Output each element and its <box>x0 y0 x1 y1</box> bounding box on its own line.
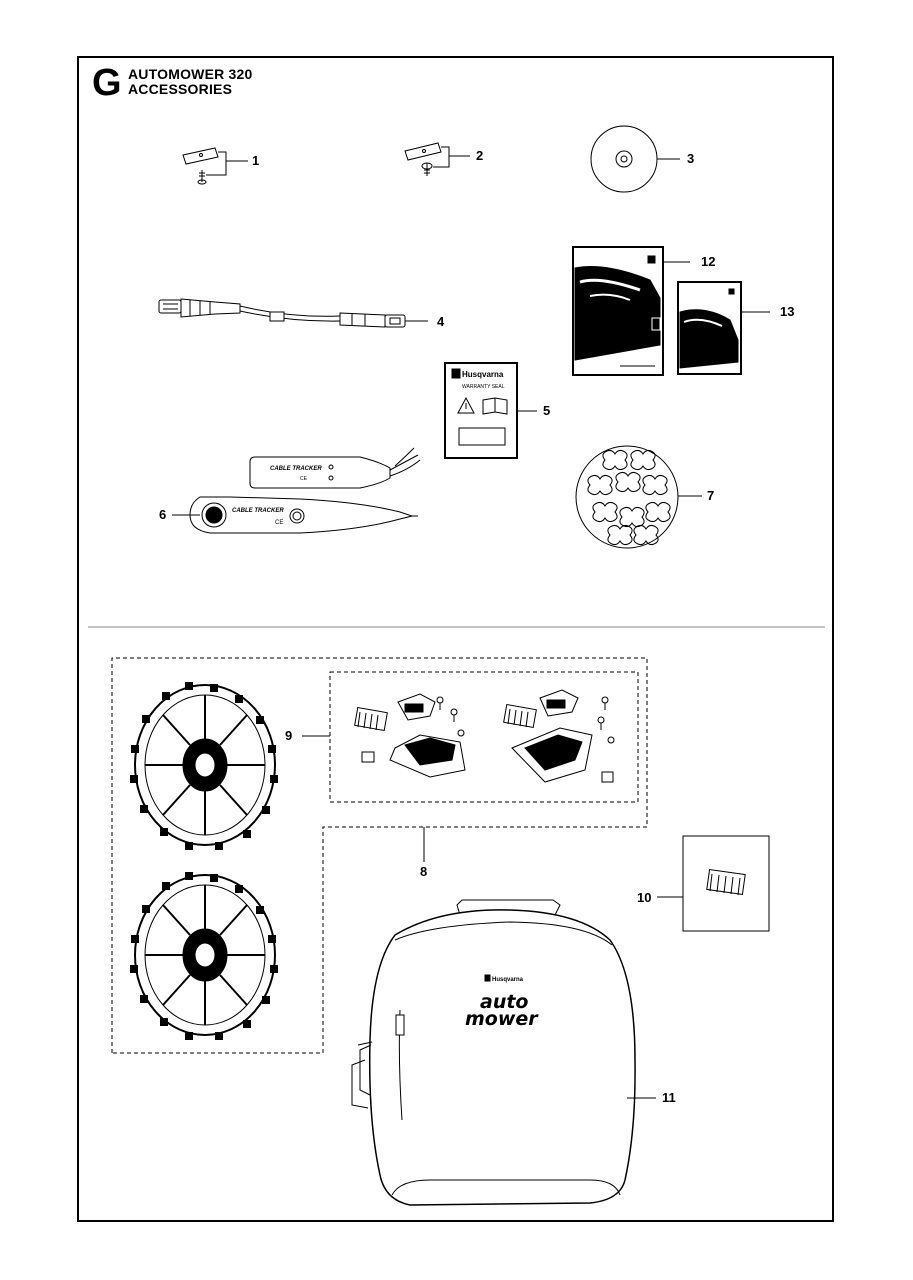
part-5-warranty-seal[interactable] <box>444 362 537 459</box>
bag-brand: Husqvarna <box>492 977 524 983</box>
nut-icon <box>601 771 614 783</box>
part-8-wheel-upper[interactable] <box>130 682 278 850</box>
warning-triangle-icon <box>457 396 475 414</box>
part-2-blade-kit[interactable] <box>404 142 470 176</box>
callout-3: 3 <box>687 151 695 166</box>
bag-body-icon <box>368 909 636 1206</box>
callout-13: 13 <box>780 304 795 319</box>
section-letter: G <box>92 62 122 104</box>
page-title: AUTOMOWER 320 ACCESSORIES <box>128 67 252 97</box>
callout-7: 7 <box>707 488 715 503</box>
brush-icon <box>503 703 537 729</box>
probe-ce-mark: CE <box>275 520 283 526</box>
warranty-brand: Husqvarna <box>462 370 504 379</box>
callout-10: 10 <box>637 890 652 905</box>
callout-5: 5 <box>543 403 551 418</box>
receiver-label: CABLE TRACKER <box>270 466 322 472</box>
callout-9: 9 <box>285 728 293 743</box>
page-frame <box>77 56 834 1222</box>
part-10-brush[interactable] <box>657 835 770 932</box>
part-7-pad[interactable] <box>575 445 702 549</box>
part-11-backpack[interactable] <box>351 899 636 1206</box>
callout-12: 12 <box>701 254 716 269</box>
part-8-group-outline <box>111 657 648 1054</box>
brand-logo-icon <box>484 974 491 982</box>
receiver-ce-mark: CE <box>300 476 308 482</box>
callout-11: 11 <box>662 1090 676 1105</box>
part-13-manual[interactable] <box>677 281 770 375</box>
part-1-blade-kit[interactable] <box>182 147 248 185</box>
callout-2: 2 <box>476 148 484 163</box>
part-4-usb-cable[interactable] <box>158 298 428 328</box>
warranty-seal-text: WARRANTY SEAL <box>462 384 505 390</box>
callout-8: 8 <box>420 864 428 879</box>
brand-logo-icon <box>451 368 461 379</box>
callout-4: 4 <box>437 314 445 329</box>
part-6-cable-tracker[interactable] <box>172 447 421 534</box>
gear-icon <box>201 502 227 528</box>
nut-icon <box>361 751 375 763</box>
part-12-manual[interactable] <box>572 246 690 376</box>
part-9-group[interactable] <box>302 671 639 803</box>
title-line-1: AUTOMOWER 320 <box>128 66 253 82</box>
part-3-disc[interactable] <box>590 125 680 193</box>
callout-1: 1 <box>252 153 260 168</box>
brush-icon <box>354 706 388 732</box>
bag-logo-line-1: auto <box>480 991 528 1013</box>
probe-label: CABLE TRACKER <box>232 508 284 514</box>
tracker-receiver-icon <box>249 456 391 489</box>
bag-logo-line-2: mower <box>465 1008 539 1030</box>
callout-6: 6 <box>159 507 167 522</box>
pad-icon <box>575 445 679 549</box>
part-8-wheel-lower[interactable] <box>130 872 278 1040</box>
title-line-2: ACCESSORIES <box>128 81 233 97</box>
